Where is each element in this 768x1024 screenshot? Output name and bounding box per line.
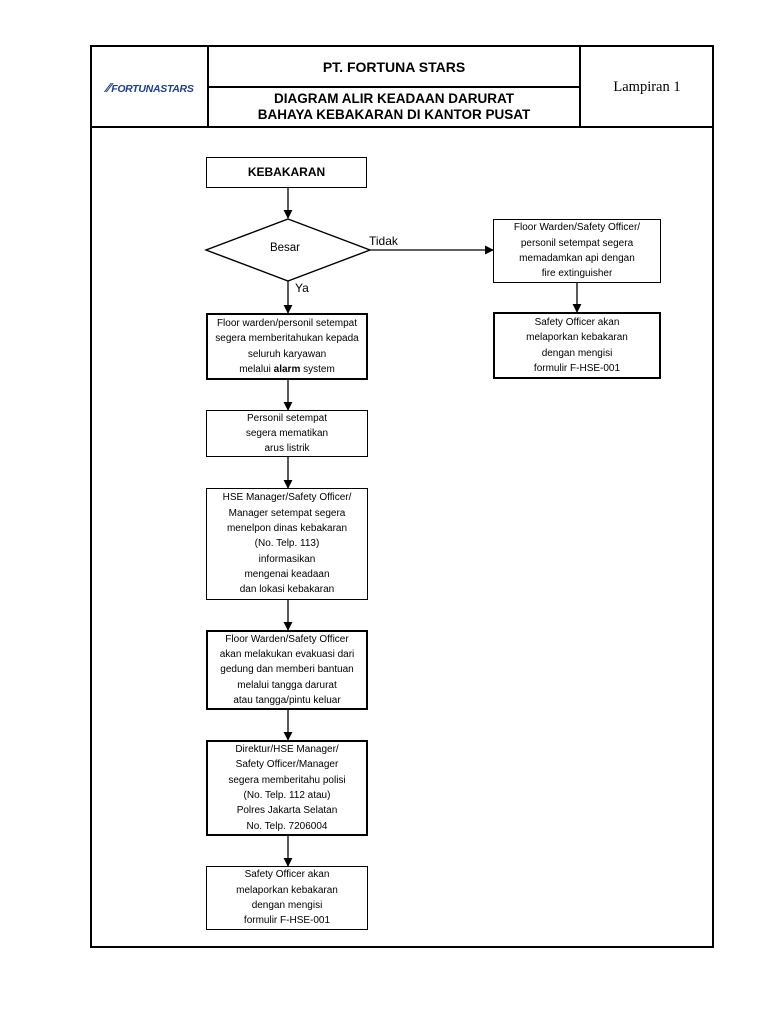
alarm-line-4: melalui alarm system [239,363,335,375]
document-frame: ⁄⁄FORTUNASTARS PT. FORTUNA STARS DIAGRAM… [90,45,714,948]
evac-line-4: melalui tangga darurat [237,679,337,691]
report-left-line-2: melaporkan kebakaran [236,884,338,896]
company-logo: ⁄⁄FORTUNASTARS [92,47,208,127]
evac-line-1: Floor Warden/Safety Officer [225,633,349,645]
police-line-4: (No. Telp. 112 atau) [243,790,331,801]
report-left-line-3: dengan mengisi [251,900,323,911]
no-label: Tidak [369,234,398,248]
police-line-5: Polres Jakarta Selatan [236,805,338,817]
report-right-box: Safety Officer akan melaporkan kebakaran… [493,312,661,379]
evac-line-5: atau tangga/pintu keluar [233,694,341,706]
police-line-1: Direktur/HSE Manager/ [235,744,339,756]
power-line-3: arus listrik [264,443,310,455]
start-box: KEBAKARAN [206,157,367,188]
report-right-line-4: formulir F-HSE-001 [533,362,621,374]
ext-line-4: fire extinguisher [541,268,613,280]
report-left-line-1: Safety Officer akan [244,869,330,881]
report-left-line-4: formulir F-HSE-001 [243,915,331,927]
report-right-line-1: Safety Officer akan [534,316,620,328]
call-fire-dept-box: HSE Manager/Safety Officer/ Manager sete… [206,488,368,600]
decision-label: Besar [269,242,301,254]
attachment-label: Lampiran 1 [613,78,681,95]
header-divider-title [208,86,580,88]
ext-line-1: Floor Warden/Safety Officer/ [513,222,641,234]
call-line-3: menelpon dinas kebakaran [226,523,348,535]
yes-label: Ya [295,281,309,295]
title-line-1: DIAGRAM ALIR KEADAAN DARURAT [274,91,514,106]
police-line-6: No. Telp. 7206004 [246,820,328,832]
alarm-line-3: seluruh karyawan [247,348,327,360]
alarm-box: Floor warden/personil setempat segera me… [206,313,368,380]
ext-line-3: memadamkan api dengan [519,253,635,264]
call-line-7: dan lokasi kebakaran [239,584,335,596]
call-line-2: Manager setempat segera [228,507,346,519]
report-right-line-2: melaporkan kebakaran [526,332,628,344]
extinguish-box: Floor Warden/Safety Officer/ personil se… [493,219,661,283]
header-divider-bottom [92,126,712,128]
police-line-2: Safety Officer/Manager [235,759,339,771]
power-line-1: Personil setempat [246,412,328,424]
header-divider-attachment [579,47,581,127]
report-left-box: Safety Officer akan melaporkan kebakaran… [206,866,368,930]
logo-swoosh-icon: ⁄⁄ [106,79,111,95]
title-line-2: BAHAYA KEBAKARAN DI KANTOR PUSAT [257,107,531,122]
call-line-5: informasikan [258,553,316,565]
document-title: DIAGRAM ALIR KEADAAN DARURAT BAHAYA KEBA… [208,87,580,127]
alarm-line-2: segera memberitahukan kepada [215,333,359,345]
report-right-line-3: dengan mengisi [541,347,613,359]
call-line-1: HSE Manager/Safety Officer/ [222,492,352,504]
evac-line-2: akan melakukan evakuasi dari [219,649,355,661]
alarm-keyword: alarm [273,363,301,375]
call-line-6: mengenai keadaan [244,568,330,580]
alarm-line-1: Floor warden/personil setempat [216,317,358,329]
start-label: KEBAKARAN [247,164,326,179]
ext-line-2: personil setempat segera [520,237,634,249]
evacuation-box: Floor Warden/Safety Officer akan melakuk… [206,630,368,710]
evac-line-3: gedung dan memberi bantuan [220,664,354,676]
power-line-2: segera mematikan [245,427,329,439]
call-line-4: (No. Telp. 113) [254,538,320,550]
company-name: PT. FORTUNA STARS [322,59,466,75]
power-off-box: Personil setempat segera mematikan arus … [206,410,368,457]
logo-text: FORTUNASTARS [111,82,194,95]
police-box: Direktur/HSE Manager/ Safety Officer/Man… [206,740,368,836]
police-line-3: segera memberitahu polisi [228,774,346,786]
